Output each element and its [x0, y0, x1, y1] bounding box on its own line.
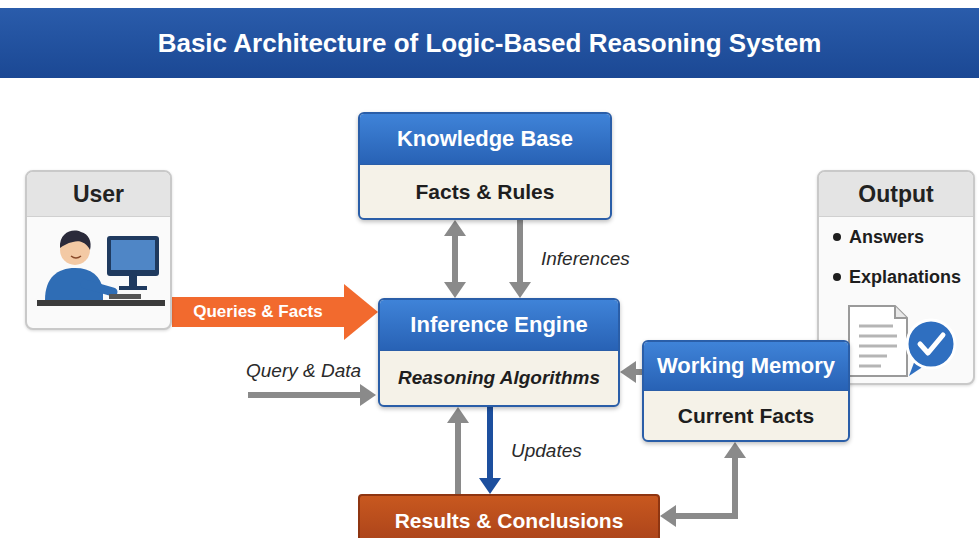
user-box: User: [25, 170, 172, 330]
drawing-part: [85, 284, 113, 292]
header-band: Knowledge Base: [360, 114, 610, 165]
connector-arrow: [455, 423, 461, 494]
text-row: Results & Conclusions: [360, 496, 658, 538]
drawing-part: [109, 294, 141, 299]
drawing-part: [111, 240, 155, 270]
bullet-dot: [833, 233, 841, 241]
drawing-part: [71, 256, 81, 258]
drawing-part: [907, 320, 955, 368]
header-band: Inference Engine: [380, 300, 618, 351]
edge-label: Inferences: [538, 248, 633, 270]
node-text: Answers: [849, 227, 924, 248]
input-arrow: [248, 392, 360, 398]
bullet-row: Answers: [819, 217, 973, 257]
header-band: Output: [819, 172, 973, 217]
body-band: Current Facts: [644, 391, 848, 440]
drawing-part: [849, 306, 907, 376]
header-band: User: [27, 172, 170, 217]
node-title: Inference Engine: [410, 312, 587, 338]
bullet-dot: [833, 273, 841, 281]
edge-label: Queries & Facts: [191, 302, 324, 322]
drawing-part: [920, 335, 943, 353]
body-band: Facts & Rules: [360, 165, 610, 218]
arrow-label: Query & Data: [243, 360, 364, 382]
connector-arrow: [517, 220, 523, 282]
drawing-part: [37, 300, 165, 306]
connector-arrow: [172, 297, 344, 327]
drawing-part: [859, 355, 887, 358]
connector-arrow: [452, 236, 458, 282]
header-band: Working Memory: [644, 342, 848, 391]
node-text: Explanations: [849, 267, 961, 288]
drawing-part: [859, 365, 881, 368]
node-title: Working Memory: [657, 353, 835, 379]
connector-arrow: [676, 458, 735, 516]
drawing-part: [119, 286, 147, 290]
bullet-row: Explanations: [819, 257, 973, 297]
node-text: Current Facts: [678, 404, 815, 428]
knowledge-base-box: Knowledge BaseFacts & Rules: [358, 112, 612, 220]
node-title: Results & Conclusions: [395, 509, 624, 533]
working-memory-box: Working MemoryCurrent Facts: [642, 340, 850, 442]
drawing-part: [859, 345, 897, 348]
title-bar: Basic Architecture of Logic-Based Reason…: [0, 8, 979, 78]
user-illustration: [29, 218, 169, 328]
inference-engine-box: Inference EngineReasoning Algorithms: [378, 298, 620, 407]
drawing-part: [107, 236, 159, 276]
drawing-part: [60, 231, 91, 250]
node-title: User: [73, 181, 124, 208]
drawing-part: [895, 306, 907, 318]
connector-arrow: [487, 407, 493, 478]
diagram-title: Basic Architecture of Logic-Based Reason…: [158, 28, 822, 59]
node-text: Reasoning Algorithms: [398, 367, 600, 389]
node-title: Knowledge Base: [397, 126, 573, 152]
results-box: Results & Conclusions: [358, 494, 660, 538]
drawing-part: [859, 325, 893, 328]
edge-label: Updates: [508, 440, 585, 462]
document-illustration: [837, 300, 967, 382]
drawing-part: [859, 335, 897, 338]
body-band: Reasoning Algorithms: [380, 351, 618, 405]
node-text: Facts & Rules: [416, 180, 555, 204]
node-title: Output: [858, 181, 933, 208]
